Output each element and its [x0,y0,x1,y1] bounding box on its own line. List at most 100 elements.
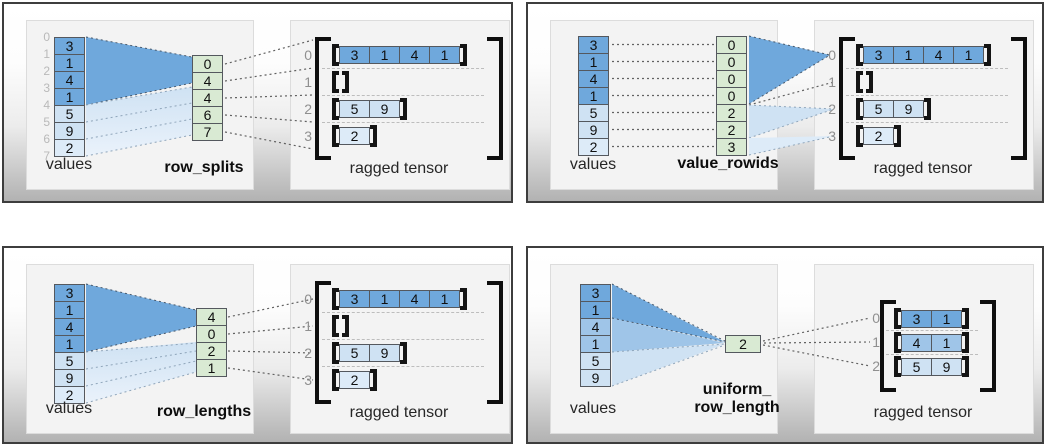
row-close-bracket [984,44,991,66]
value-cell: 3 [578,36,609,54]
value-cell: 4 [54,71,85,89]
row-splits-label: row_splits [164,159,244,176]
value-cell: 5 [580,352,611,370]
row-close-bracket [400,342,407,364]
row-separator [322,68,484,69]
value-index-label: 3 [43,81,50,95]
ragged-cell: 5 [901,357,932,376]
outer-open-bracket [315,37,331,160]
ragged-cell: 5 [863,100,894,118]
row-close-bracket [460,288,467,310]
row-close-bracket [370,125,377,147]
ragged-row-index-label: 0 [872,310,880,326]
values-label: values [45,400,93,417]
encoding-cell: 0 [716,36,747,54]
encoding-cell: 0 [196,325,227,343]
ragged-tensor-row: 2 [332,369,467,391]
value-cell: 4 [54,318,85,336]
value-cell: 1 [578,53,609,71]
ragged-cell: 1 [369,46,400,64]
row-close-bracket [370,369,377,391]
value-cell: 9 [580,369,611,387]
row-close-bracket [962,308,969,329]
row-open-bracket [856,125,863,147]
ragged-cell: 4 [399,290,430,308]
ragged-cell: 1 [931,333,962,352]
value-index-label: 4 [43,98,50,112]
ragged-tensor-row: 2 [856,125,991,147]
ragged-row-index-label: 3 [828,128,836,144]
row-close-bracket [924,98,931,120]
values-label: values [569,156,617,173]
encoding-cell: 7 [192,123,223,141]
value-cell: 1 [578,87,609,105]
ragged-row-index-label: 3 [304,372,312,388]
row-separator [846,68,1008,69]
ragged-cell: 1 [429,46,460,64]
row-close-bracket [962,356,969,377]
row-open-bracket [332,98,339,120]
row-separator [886,354,978,355]
value-index-label: 6 [43,132,50,146]
value-cell: 9 [578,121,609,139]
ragged-cell: 1 [953,46,984,64]
row-lengths-label: row_lengths [156,403,252,420]
ragged-cell: 1 [893,46,924,64]
value-cell: 2 [578,138,609,156]
row-separator [322,122,484,123]
row-close-bracket [894,125,901,147]
ragged-cell: 3 [901,309,932,328]
outer-close-bracket [487,37,503,160]
values-label: values [569,400,617,417]
value-cell: 1 [54,335,85,353]
row-close-bracket [460,44,467,66]
row-separator [846,122,1008,123]
row-close-bracket [962,332,969,353]
encoding-cell: 2 [716,104,747,122]
row-open-bracket [332,369,339,391]
row-open-bracket [894,356,901,377]
ragged-row-index-label: 3 [304,128,312,144]
ragged-row-index-label: 1 [304,74,312,90]
row-open-bracket [332,71,339,93]
value-cell: 2 [54,139,85,157]
ragged-cell: 1 [931,309,962,328]
value-cell: 9 [54,122,85,140]
values-label: values [45,156,93,173]
ragged-cell: 3 [339,290,370,308]
uniform-row-length-cell: 2 [725,335,761,353]
ragged-row-index-label: 1 [872,334,880,350]
value-cell: 1 [54,54,85,72]
encoding-cell: 2 [725,335,761,353]
row-close-bracket [342,315,349,337]
row-close-bracket [342,71,349,93]
ragged-cell: 5 [339,100,370,118]
row-open-bracket [332,44,339,66]
row-open-bracket [856,44,863,66]
ragged-cell: 4 [901,333,932,352]
ragged-cell: 9 [369,100,400,118]
ragged-row-index-label: 0 [828,47,836,63]
encoding-cell: 3 [716,138,747,156]
ragged-tensor-row: 2 [332,125,467,147]
value-cell: 2 [54,386,85,404]
value-rowids-label: value_rowids [677,155,779,172]
ragged-row-index-label: 2 [304,101,312,117]
encoding-cell: 6 [192,106,223,124]
ragged-tensor-label: ragged tensor [349,404,449,421]
